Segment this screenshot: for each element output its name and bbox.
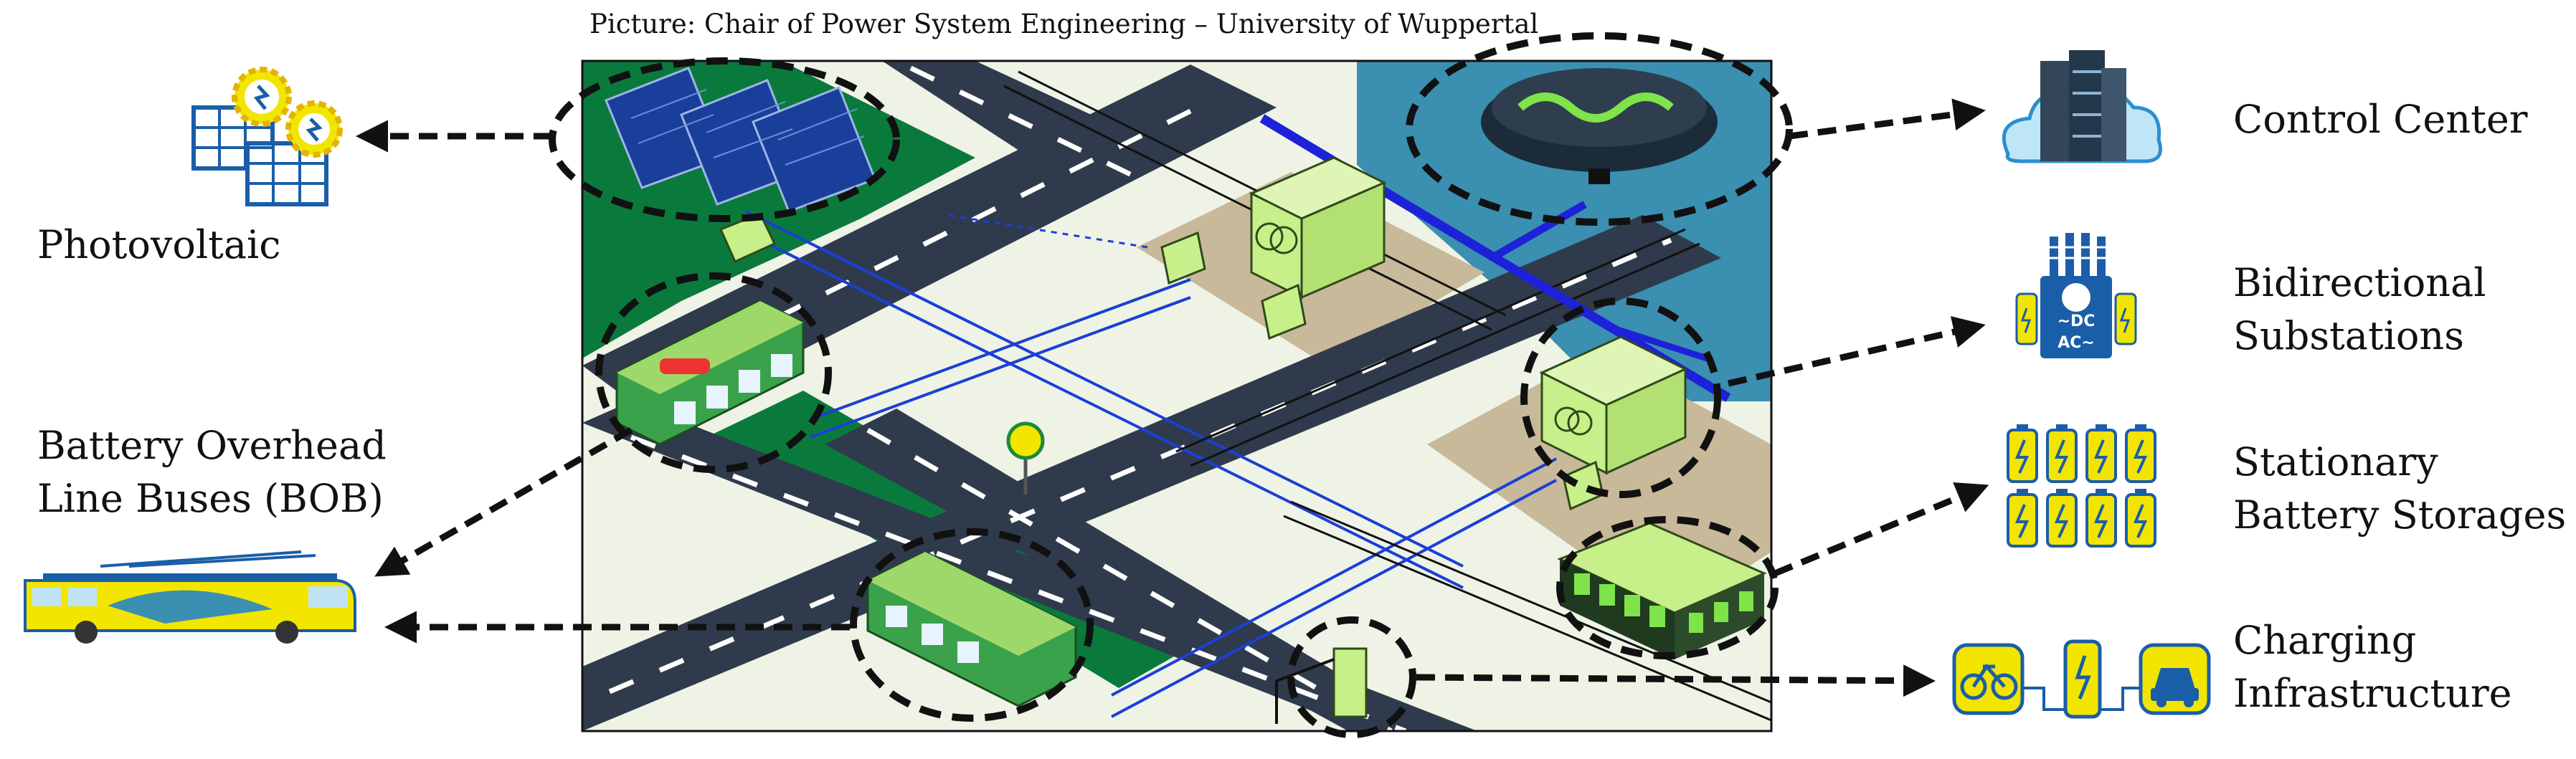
city-scene xyxy=(582,61,1771,731)
battery-storage-block xyxy=(1557,522,1767,659)
arrow-substation xyxy=(1727,316,1986,387)
callout-storage xyxy=(1556,516,1779,659)
callout-ellipses xyxy=(549,32,1793,738)
label-charging-line2: Infrastructure xyxy=(2233,671,2512,716)
scene-frame xyxy=(581,59,1773,732)
solar-panel-icon xyxy=(191,67,343,206)
label-control-center: Control Center xyxy=(2233,97,2528,142)
callout-charging xyxy=(1287,616,1416,738)
label-bob-line1: Battery Overhead xyxy=(37,423,387,468)
bus-left xyxy=(615,300,805,446)
control-center-building xyxy=(1481,68,1718,184)
substation-building-right xyxy=(1539,335,1688,511)
substation-icon-text-ac: AC~ xyxy=(2058,334,2095,352)
substation-icon-text-dc: ~DC xyxy=(2058,312,2096,330)
arrow-storage xyxy=(1774,482,1989,577)
label-substations-line2: Substations xyxy=(2233,313,2464,358)
battery-cell-icon xyxy=(2007,424,2038,483)
arrow-bob-left xyxy=(374,427,633,577)
charging-post xyxy=(1275,647,1368,724)
ev-charging-icon xyxy=(1952,639,2211,719)
battery-cell-icon xyxy=(2085,424,2117,483)
solar-field xyxy=(605,67,876,213)
picture-caption: Picture: Chair of Power System Engineeri… xyxy=(589,9,1539,39)
callout-pv xyxy=(549,57,900,222)
label-photovoltaic: Photovoltaic xyxy=(37,222,281,267)
label-charging-line1: Charging xyxy=(2233,618,2417,663)
substation-transformer-icon: ~DC AC~ xyxy=(2015,233,2137,358)
label-storage-line1: Stationary xyxy=(2233,439,2438,484)
cable-lines xyxy=(1003,70,1771,722)
battery-storage-icon xyxy=(2007,424,2156,548)
bus-icon xyxy=(24,550,356,644)
substation-building-top xyxy=(1160,156,1387,340)
label-storage-line2: Battery Storages xyxy=(2233,492,2567,538)
label-substations-line1: Bidirectional xyxy=(2233,260,2486,305)
callout-bus-bottom xyxy=(850,528,1094,722)
callout-bus-left xyxy=(595,272,832,473)
arrow-control-center xyxy=(1789,98,1986,140)
battery-cell-icon xyxy=(2007,489,2038,548)
overhead-lines xyxy=(745,210,1557,718)
lane-markings xyxy=(608,65,1672,731)
battery-cell-icon xyxy=(2046,489,2078,548)
bus-stop-sign xyxy=(1006,421,1045,495)
label-bob-line2: Line Buses (BOB) xyxy=(37,476,384,521)
callout-substation xyxy=(1520,297,1721,498)
callout-control-center xyxy=(1406,32,1793,226)
server-cloud-icon xyxy=(2002,50,2162,163)
battery-cell-icon xyxy=(2125,424,2156,483)
callout-arrows xyxy=(356,98,1989,697)
battery-cell-icon xyxy=(2046,424,2078,483)
bus-bottom xyxy=(866,550,1077,707)
battery-cell-icon xyxy=(2125,489,2156,548)
battery-cell-icon xyxy=(2085,489,2117,548)
